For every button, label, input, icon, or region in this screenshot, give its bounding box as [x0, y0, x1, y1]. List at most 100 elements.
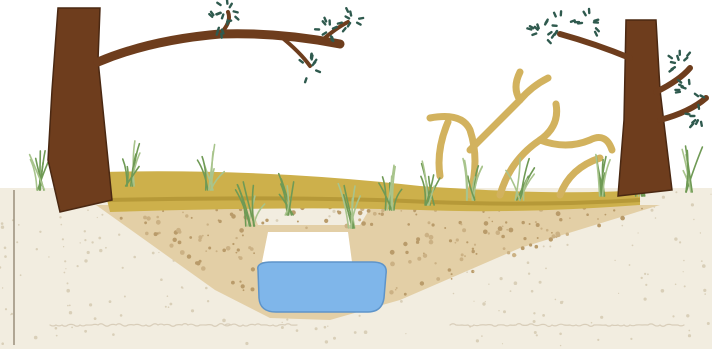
sand-speck — [16, 241, 18, 243]
gravel-pebble — [205, 250, 207, 252]
sand-speck — [629, 264, 631, 266]
gravel-pebble — [198, 235, 202, 239]
gravel-pebble — [381, 213, 384, 216]
sand-speck — [77, 265, 79, 267]
gravel-pebble — [420, 281, 424, 285]
leaf — [331, 36, 332, 40]
sand-speck — [662, 196, 665, 199]
sand-speck — [400, 300, 403, 303]
leaf — [222, 30, 223, 34]
sand-speck — [20, 274, 22, 276]
sand-speck — [1, 222, 4, 225]
leaf — [323, 33, 326, 35]
sand-speck — [64, 260, 66, 262]
gravel-pebble — [324, 219, 328, 223]
leaf — [698, 105, 699, 109]
leaf — [584, 12, 586, 15]
sand-speck — [684, 285, 686, 287]
sand-speck — [482, 302, 485, 305]
gravel-pebble — [358, 211, 363, 216]
leaf — [679, 85, 683, 87]
sand-speck — [67, 282, 69, 284]
sand-speck — [39, 231, 41, 233]
gravel-pebble — [521, 246, 525, 250]
gravel-pebble — [476, 253, 478, 255]
gravel-pebble — [460, 257, 464, 261]
gravel-pebble — [253, 252, 255, 254]
gravel-pebble — [191, 217, 193, 219]
sand-speck — [98, 237, 101, 240]
gravel-pebble — [473, 271, 475, 273]
sand-speck — [66, 289, 70, 293]
gravel-pebble — [196, 261, 200, 265]
gravel-pebble — [158, 232, 161, 235]
gravel-pebble — [555, 232, 560, 237]
leaf — [346, 8, 348, 12]
gravel-pebble — [403, 242, 407, 246]
sand-speck — [165, 306, 167, 308]
gravel-pebble — [232, 243, 234, 245]
leaf — [217, 3, 220, 5]
sand-speck — [67, 305, 69, 307]
gravel-pebble — [178, 241, 182, 245]
gravel-pebble — [503, 247, 506, 250]
sand-speck — [64, 272, 66, 274]
sand-speck — [527, 261, 530, 264]
gravel-pebble — [460, 223, 462, 225]
sand-speck — [644, 273, 646, 275]
sand-speck — [528, 273, 530, 275]
gravel-pebble — [546, 229, 549, 232]
gravel-pebble — [586, 213, 589, 216]
gravel-pebble — [537, 237, 539, 239]
gravel-pebble — [243, 289, 245, 291]
leaf — [554, 13, 556, 17]
sand-speck — [651, 209, 654, 212]
sand-speck — [545, 268, 547, 270]
gravel-pebble — [474, 244, 476, 246]
gravel-pebble — [515, 254, 517, 256]
sand-speck — [5, 308, 7, 310]
sand-speck — [282, 322, 283, 323]
sand-speck — [688, 330, 690, 332]
gravel-pebble — [222, 249, 226, 253]
sand-speck — [1, 342, 4, 345]
sand-speck — [655, 217, 657, 219]
gravel-pebble — [248, 246, 251, 249]
sand-speck — [48, 256, 49, 257]
gravel-pebble — [145, 232, 149, 236]
sand-speck — [614, 260, 615, 261]
leaf — [695, 94, 698, 96]
leaf — [530, 26, 534, 28]
sand-speck — [542, 314, 545, 317]
gravel-pebble — [613, 209, 615, 211]
gravel-pebble — [434, 262, 436, 264]
sand-speck — [533, 320, 536, 323]
sand-speck — [704, 293, 706, 295]
sand-speck — [91, 241, 93, 243]
sand-speck — [94, 317, 97, 320]
leaf — [548, 32, 551, 34]
sand-speck — [679, 241, 681, 243]
gravel-pebble — [523, 237, 526, 240]
leaf — [676, 92, 680, 93]
sand-speck — [245, 342, 248, 345]
gravel-pebble — [189, 236, 192, 239]
sand-speck — [485, 301, 486, 302]
snag-branch — [516, 72, 520, 100]
gravel-pebble — [182, 212, 184, 214]
gravel-pebble — [466, 241, 468, 243]
gravel-pebble — [180, 250, 185, 255]
sand-speck — [536, 334, 538, 336]
gravel-pebble — [297, 221, 299, 223]
sand-speck — [89, 303, 92, 306]
gravel-pebble — [242, 234, 244, 236]
sand-speck — [686, 314, 689, 317]
sand-speck — [500, 277, 503, 280]
gravel-pebble — [556, 211, 561, 216]
leaf — [670, 69, 673, 71]
gravel-pebble — [509, 228, 514, 233]
leaf — [692, 120, 695, 123]
leaf — [701, 122, 702, 126]
leaf — [333, 27, 337, 29]
gravel-pebble — [404, 293, 407, 296]
